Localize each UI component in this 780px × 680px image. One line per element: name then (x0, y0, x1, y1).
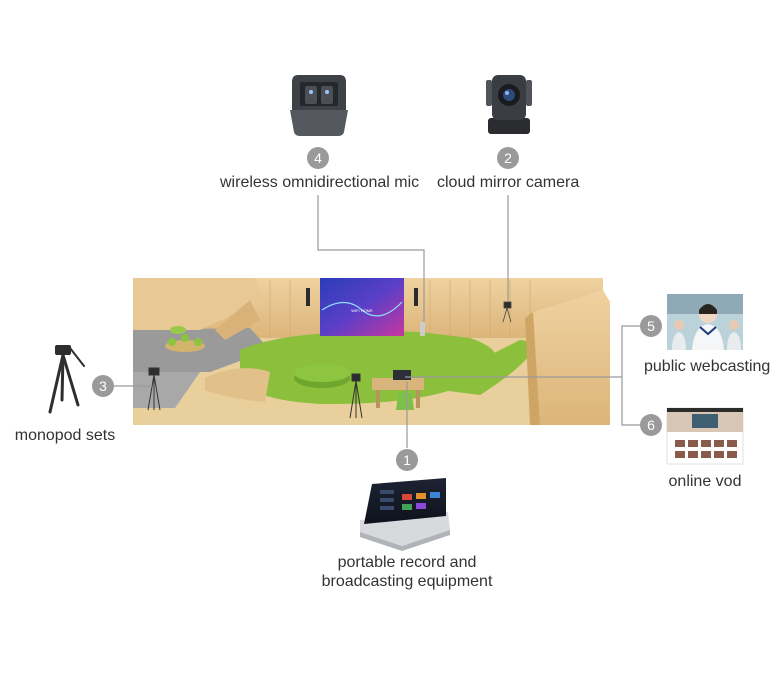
teacher-desk (372, 378, 424, 390)
label-monopod-sets: monopod sets (14, 427, 116, 444)
ptz-camera-icon (486, 75, 532, 134)
label-public-webcasting: public webcasting (644, 358, 771, 375)
scene-tripod-center (349, 373, 363, 419)
badge-4: 4 (307, 147, 329, 169)
speaker-left (306, 288, 310, 306)
label-wireless-mic: wireless omnidirectional mic (220, 174, 420, 191)
wooden-steps (205, 368, 270, 402)
touch-panel-icon (360, 478, 450, 551)
label-online-vod: online vod (668, 473, 742, 490)
badge-2: 2 (497, 147, 519, 169)
connector-lines (110, 195, 640, 448)
speaker-right (414, 288, 418, 306)
mic-case-icon (290, 75, 348, 136)
badge-1: 1 (396, 449, 418, 471)
wall-mic-receiver (420, 322, 425, 336)
badge-5: 5 (640, 315, 662, 337)
classroom-scene: WIFI HOME (133, 278, 610, 425)
connector-6 (621, 377, 640, 426)
connector-5 (405, 325, 640, 378)
connector-4 (317, 195, 425, 322)
label-record-broadcast-line1: portable record and (337, 554, 477, 571)
vod-screen-icon (666, 407, 744, 465)
green-chair (396, 391, 414, 410)
webcast-photo-icon (667, 294, 743, 350)
label-record-broadcast-line2: broadcasting equipment (321, 573, 493, 590)
right-wall (533, 290, 610, 425)
label-cloud-camera: cloud mirror camera (437, 174, 580, 191)
grey-floor-area (133, 328, 270, 372)
scene-tripod-left (147, 367, 161, 411)
left-wall (133, 278, 265, 330)
front-screen (320, 278, 404, 336)
tripod-icon (48, 345, 85, 414)
screen-text: WIFI HOME (351, 308, 373, 313)
badge-3: 3 (92, 375, 114, 397)
badge-6: 6 (640, 414, 662, 436)
desk-device (393, 370, 411, 380)
